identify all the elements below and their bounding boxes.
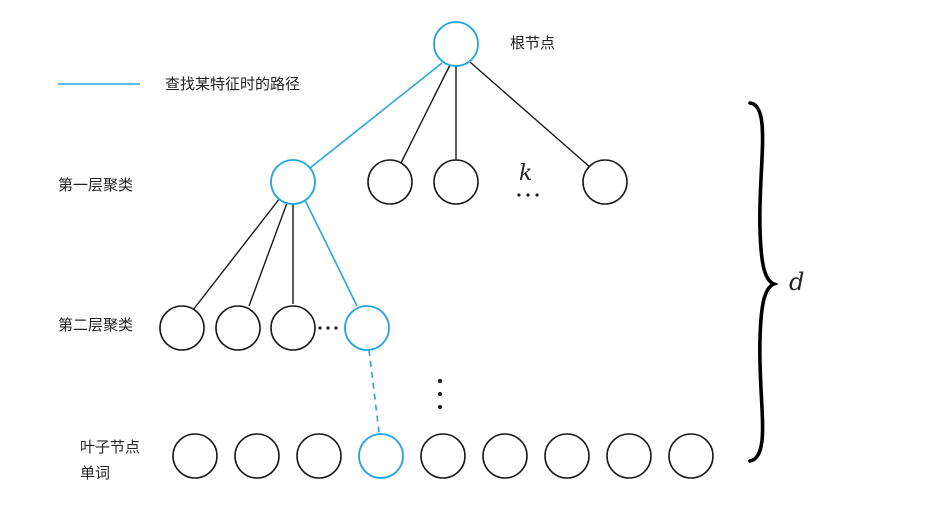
legend-text: 查找某特征时的路径 — [165, 75, 300, 93]
level1-label: 第一层聚类 — [58, 176, 133, 194]
root-label: 根节点 — [510, 34, 555, 52]
l1-node-4 — [582, 159, 628, 205]
leaf-node-6 — [482, 433, 528, 479]
l1-node-1 — [270, 159, 316, 205]
edge-l2-to-leaf-dashed — [368, 349, 380, 433]
leaf-node-5 — [420, 433, 466, 479]
leaf-label-line2: 单词 — [80, 464, 110, 482]
l1-ellipsis-dot-2 — [526, 193, 530, 197]
vertical-ellipsis-dot-1 — [438, 379, 442, 383]
l1-ellipsis-dot-3 — [535, 193, 539, 197]
l2-node-2 — [215, 305, 261, 351]
edge-l1-to-l2-2 — [248, 202, 288, 307]
edge-root-to-l1-2 — [400, 64, 451, 164]
edge-root-to-l1-blue — [309, 62, 443, 169]
l2-node-3 — [270, 305, 316, 351]
l2-node-1 — [159, 305, 205, 351]
l2-ellipsis-dot-3 — [334, 326, 338, 330]
depth-brace — [748, 101, 779, 463]
level2-label: 第二层聚类 — [58, 316, 133, 334]
vertical-ellipsis-dot-2 — [438, 392, 442, 396]
leaf-node-7 — [544, 433, 590, 479]
depth-label-d: d — [789, 268, 804, 296]
leaf-node-4 — [358, 433, 404, 479]
l1-node-2 — [367, 159, 413, 205]
l2-ellipsis-dot-1 — [318, 326, 322, 330]
leaf-node-9 — [668, 433, 714, 479]
vertical-ellipsis-dot-3 — [438, 405, 442, 409]
leaf-node-2 — [234, 433, 280, 479]
l2-node-4 — [344, 305, 390, 351]
edge-root-to-l1-4 — [469, 61, 592, 169]
leaf-node-8 — [606, 433, 652, 479]
leaf-node-3 — [296, 433, 342, 479]
leaf-node-1 — [172, 433, 218, 479]
branching-factor-k: k — [519, 161, 532, 186]
l2-ellipsis-dot-2 — [326, 326, 330, 330]
l1-node-3 — [433, 159, 479, 205]
edge-l1-to-l2-blue — [304, 199, 358, 307]
edge-l1-to-l2-1 — [192, 197, 281, 311]
l1-ellipsis-dot-1 — [517, 193, 521, 197]
leaf-label-line1: 叶子节点 — [80, 438, 140, 456]
root-node — [433, 21, 479, 67]
